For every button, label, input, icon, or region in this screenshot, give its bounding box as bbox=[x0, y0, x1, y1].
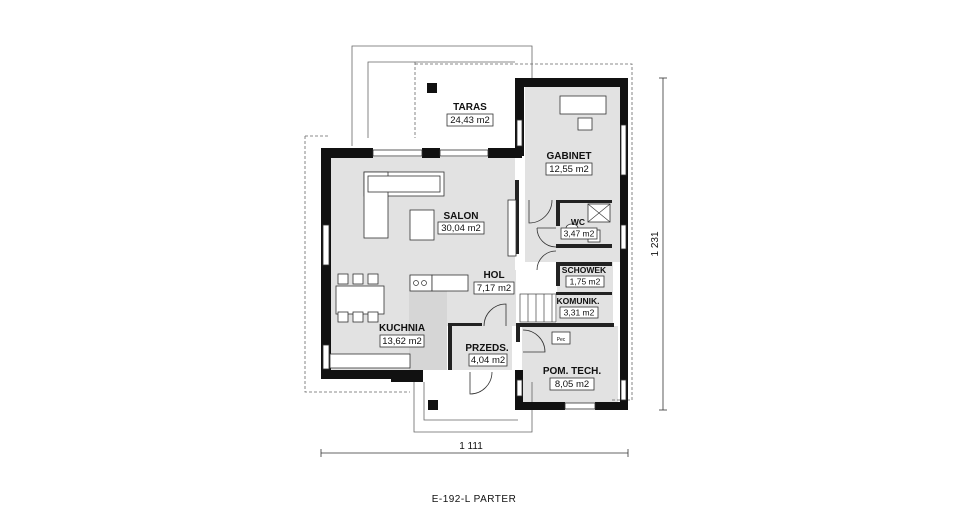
room-area: 3,31 m2 bbox=[564, 308, 595, 318]
room-area: 13,62 m2 bbox=[382, 336, 422, 347]
width-dimension: 1 111 bbox=[320, 441, 629, 457]
windows bbox=[322, 119, 627, 410]
room-name: WC bbox=[571, 217, 585, 227]
room-area: 24,43 m2 bbox=[450, 115, 490, 126]
room-name: PRZEDS. bbox=[465, 343, 509, 354]
room-komunik: KOMUNIK. 3,31 m2 bbox=[557, 296, 600, 319]
room-area: 3,47 m2 bbox=[564, 229, 595, 239]
interior-walls bbox=[448, 180, 614, 370]
sofa bbox=[363, 171, 445, 239]
height-dimension: 1 231 bbox=[650, 77, 667, 411]
tv-cabinet bbox=[507, 199, 517, 257]
room-taras: TARAS 24,43 m2 bbox=[446, 102, 494, 127]
room-pom-tech: POM. TECH. 8,05 m2 bbox=[543, 366, 602, 391]
room-area: 30,04 m2 bbox=[441, 223, 481, 234]
room-name: SALON bbox=[444, 211, 479, 222]
room-area: 12,55 m2 bbox=[549, 164, 589, 175]
height-dimension-label: 1 231 bbox=[650, 231, 661, 256]
terrace-outlines bbox=[304, 45, 633, 433]
room-przeds: PRZEDS. 4,04 m2 bbox=[465, 343, 509, 367]
room-area: 4,04 m2 bbox=[471, 355, 505, 366]
room-area: 8,05 m2 bbox=[555, 379, 589, 390]
room-labels: TARAS 24,43 m2 GABINET 12,55 m2 SALON 30… bbox=[379, 102, 607, 391]
room-name: TARAS bbox=[453, 102, 487, 113]
boiler-label: Pec bbox=[557, 337, 566, 343]
dining-table bbox=[335, 273, 385, 323]
room-name: KOMUNIK. bbox=[557, 296, 600, 306]
kitchen-counter bbox=[329, 274, 469, 369]
room-salon: SALON 30,04 m2 bbox=[437, 211, 485, 235]
room-name: POM. TECH. bbox=[543, 366, 602, 377]
coffee-table bbox=[409, 209, 435, 241]
room-name: GABINET bbox=[547, 151, 592, 162]
room-name: HOL bbox=[483, 270, 504, 281]
room-wc: WC 3,47 m2 bbox=[560, 217, 598, 240]
room-area: 7,17 m2 bbox=[477, 283, 511, 294]
doors bbox=[469, 199, 557, 395]
room-kuchnia: KUCHNIA 13,62 m2 bbox=[379, 323, 425, 348]
room-name: SCHOWEK bbox=[562, 265, 607, 275]
boiler: Pec bbox=[551, 331, 571, 345]
room-schowek: SCHOWEK 1,75 m2 bbox=[562, 265, 607, 288]
stairs bbox=[519, 293, 557, 323]
room-name: KUCHNIA bbox=[379, 323, 425, 334]
width-dimension-label: 1 111 bbox=[459, 441, 483, 452]
office-desk bbox=[559, 95, 607, 131]
plan-caption: E-192-L PARTER bbox=[432, 494, 517, 505]
room-gabinet: GABINET 12,55 m2 bbox=[545, 151, 593, 176]
room-hol: HOL 7,17 m2 bbox=[473, 270, 515, 295]
room-area: 1,75 m2 bbox=[570, 277, 601, 287]
